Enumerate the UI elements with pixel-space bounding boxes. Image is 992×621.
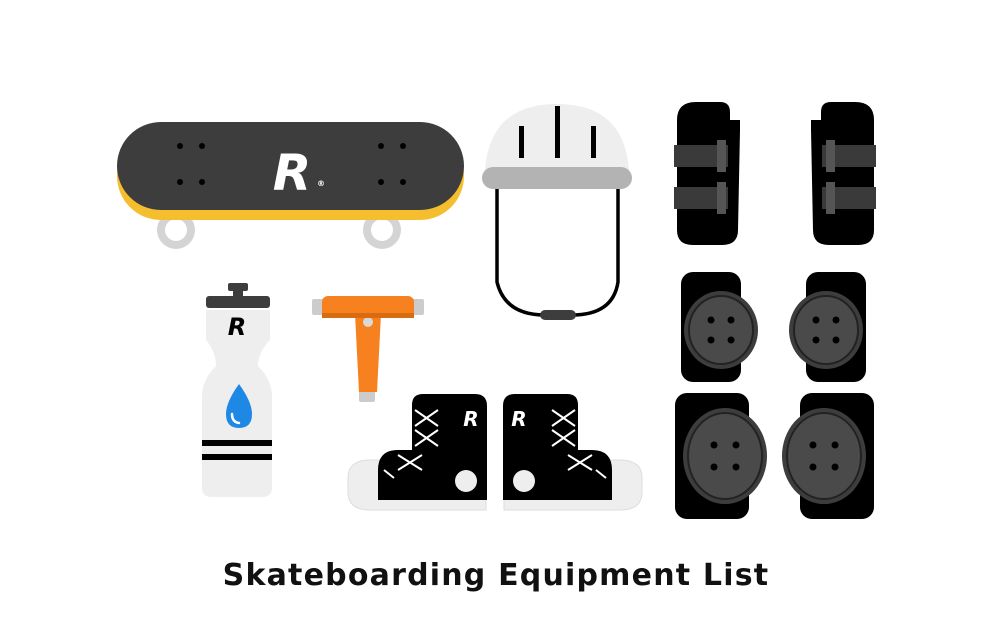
shoe-logo-right: R [511,407,526,431]
knee-pad-icon [675,393,874,519]
caption-title: Skateboarding Equipment List [222,558,770,593]
skateboard-icon: R ® [117,122,464,249]
equipment-illustration: R ® [117,102,876,519]
elbow-pad-icon [681,272,866,382]
skate-tool-icon [312,296,424,402]
bottle-logo: R [228,313,246,341]
skate-shoes-icon: R R [347,394,643,511]
helmet-icon [482,104,632,320]
skateboard-logo: R [273,144,312,202]
skateboard-logo-registered: ® [317,179,325,188]
water-bottle-icon: R [202,283,272,497]
shoe-logo-left: R [463,407,478,431]
wrist-guard-icon [674,102,876,245]
